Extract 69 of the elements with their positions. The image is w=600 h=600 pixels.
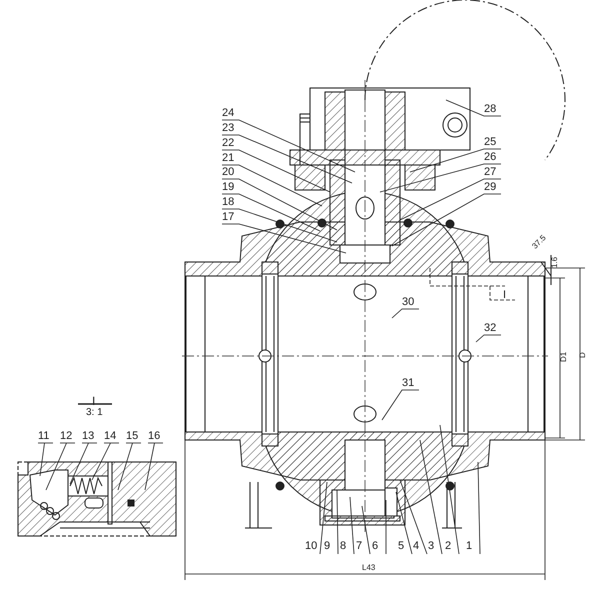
- leader-line: [118, 442, 142, 490]
- callout-number: 1: [466, 540, 472, 552]
- leader-line: [382, 390, 420, 420]
- leader-line: [392, 194, 502, 246]
- callout-number: 25: [484, 136, 496, 148]
- leader-line: [320, 482, 328, 554]
- callout-number: 14: [104, 430, 116, 442]
- leader-line: [396, 492, 412, 554]
- callout-number: 5: [398, 540, 404, 552]
- callout-number: 27: [484, 166, 496, 178]
- callout-number: 2: [445, 540, 452, 552]
- leader-line: [336, 490, 338, 554]
- leader-line: [446, 100, 502, 116]
- callout-number: 24: [222, 107, 234, 119]
- leader-line: [144, 442, 164, 490]
- callout-number: 31: [402, 377, 414, 389]
- callout-number: 9: [324, 540, 330, 552]
- callout-number: 32: [484, 322, 496, 334]
- callout-number: 18: [222, 196, 234, 208]
- leader-line: [38, 442, 54, 476]
- leader-line: [380, 164, 502, 192]
- callout-number: 17: [222, 211, 234, 223]
- callout-number: 29: [484, 181, 496, 193]
- drawing-note: D1: [560, 352, 568, 362]
- leader-line: [478, 462, 480, 554]
- leader-line: [420, 440, 442, 554]
- leader-line: [440, 424, 460, 554]
- leader-line: [92, 442, 120, 480]
- callout-number: 7: [356, 540, 362, 552]
- leader-line: [350, 496, 354, 554]
- leader-line: [222, 120, 356, 172]
- leader-line: [400, 480, 428, 554]
- drawing-note: L43: [362, 564, 376, 572]
- callout-number: 4: [413, 540, 420, 552]
- leader-line: [400, 178, 502, 220]
- callout-number: 13: [82, 430, 94, 442]
- leader-line: [476, 334, 502, 342]
- drawing-note: 1.6: [551, 256, 559, 268]
- leader-line: [46, 442, 76, 490]
- callout-number: 6: [372, 540, 378, 552]
- callout-number: 15: [126, 430, 138, 442]
- leader-line: [410, 148, 502, 172]
- leader-line: [222, 150, 330, 192]
- callout-number: 11: [38, 430, 50, 442]
- callout-number: 26: [484, 151, 496, 163]
- callout-number: 21: [222, 152, 234, 164]
- leader-line: [222, 208, 338, 242]
- callout-number: 3: [428, 540, 434, 552]
- callout-number: 23: [222, 122, 234, 134]
- leader-line: [222, 164, 322, 206]
- drawing-note: 3: 1: [86, 408, 103, 418]
- callout-number: 19: [222, 181, 234, 193]
- leader-line: [392, 308, 420, 318]
- leader-line: [222, 178, 338, 230]
- drawing-note: D: [579, 352, 587, 358]
- callout-number: 12: [60, 430, 72, 442]
- leader-line: [222, 194, 320, 232]
- leader-line: [70, 442, 98, 484]
- leader-line: [222, 134, 352, 184]
- callout-number: 22: [222, 137, 234, 149]
- callout-number: 8: [340, 540, 346, 552]
- callout-number: 10: [305, 540, 318, 552]
- callout-number: 28: [484, 103, 496, 115]
- drawing-note: I: [503, 290, 506, 301]
- callout-number: 16: [148, 430, 160, 442]
- leader-line: [362, 506, 370, 554]
- callout-number: 20: [222, 166, 234, 178]
- callout-number: 30: [402, 296, 414, 308]
- leader-line: [222, 224, 346, 254]
